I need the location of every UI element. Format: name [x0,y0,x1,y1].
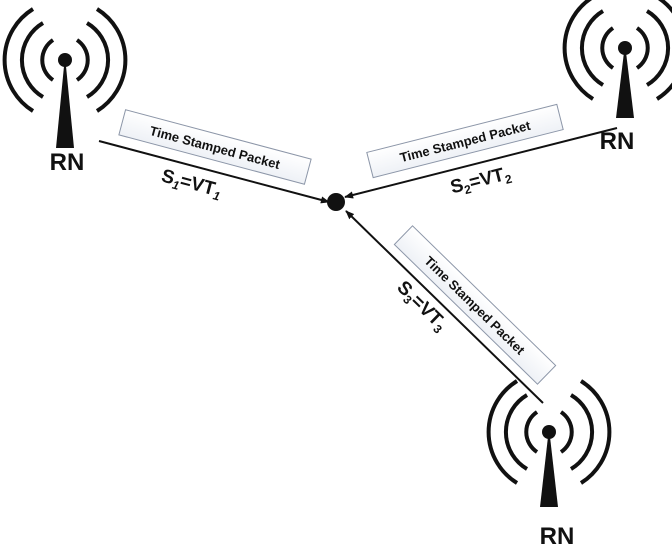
packet-box [118,109,312,185]
radio-node-3: RN [486,379,612,550]
rn-label: RN [540,523,575,550]
packet-box [366,103,564,179]
rn-label: RN [600,128,635,155]
link-1: Time Stamped Packet S1=VT1 [98,109,330,204]
radio-node-2: RN [562,0,672,155]
rn-label: RN [50,149,85,176]
link-arrow [344,127,618,199]
packet-box [393,225,557,385]
link-arrow [98,140,330,204]
antenna-icon [2,7,128,148]
link-2: Time Stamped Packet S2=VT2 [344,103,618,199]
link-3: Time Stamped Packet S3=VT3 [345,210,557,404]
antenna-icon [486,379,612,507]
antenna-icon [562,0,672,118]
target-node [327,193,345,211]
link-arrow [345,210,544,404]
radio-node-1: RN [2,7,128,176]
